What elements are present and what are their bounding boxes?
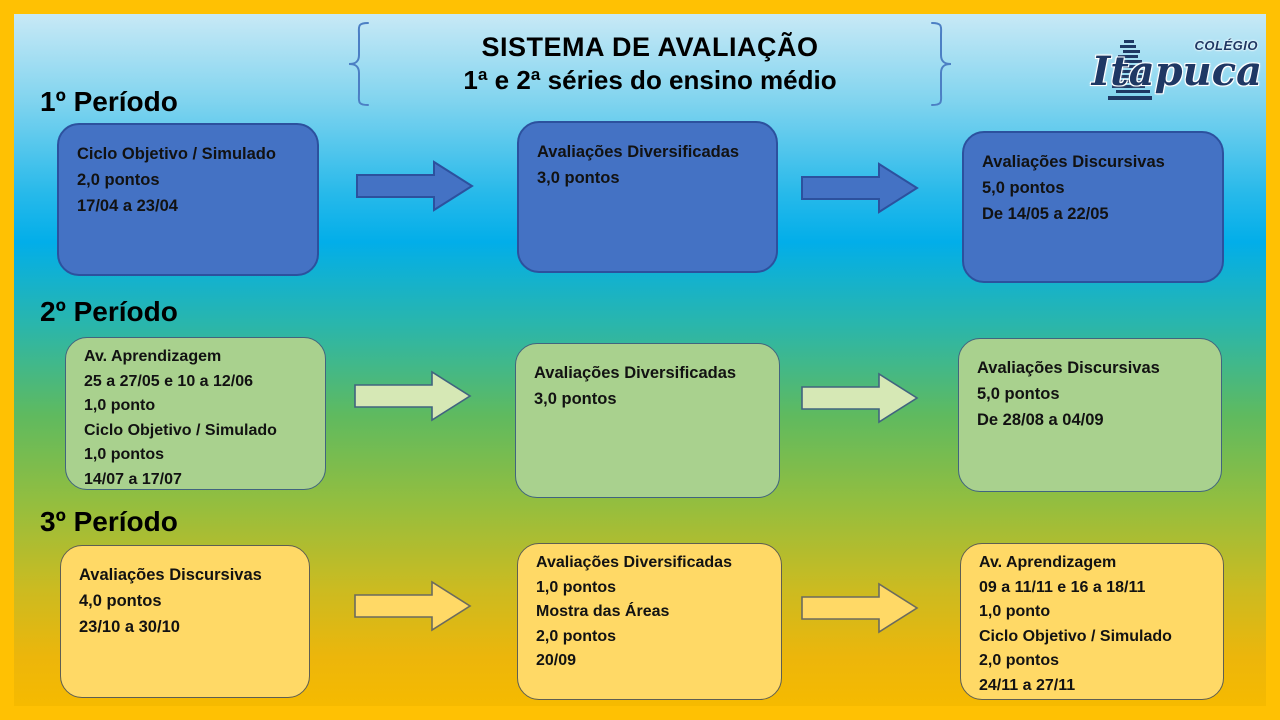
- period-3-box-2: Avaliações Diversificadas 1,0 pontos Mos…: [517, 543, 782, 700]
- arrow-right-icon: [800, 580, 920, 636]
- slide-title-group: SISTEMA DE AVALIAÇÃO 1ª e 2ª séries do e…: [370, 32, 930, 96]
- box-line: Avaliações Diversificadas: [534, 364, 737, 382]
- right-brace-icon: [930, 20, 956, 108]
- period-2-box-2: Avaliações Diversificadas 3,0 pontos: [515, 343, 780, 498]
- period-1-box-3: Avaliações Discursivas 5,0 pontos De 14/…: [962, 131, 1224, 283]
- box-line: 4,0 pontos: [79, 592, 162, 610]
- period-2-box-3: Avaliações Discursivas 5,0 pontos De 28/…: [958, 338, 1222, 492]
- box-line: Av. Aprendizagem: [979, 554, 1117, 571]
- box-line: Avaliações Discursivas: [982, 153, 1165, 171]
- box-line: De 28/08 a 04/09: [977, 411, 1104, 429]
- box-line: 5,0 pontos: [977, 385, 1060, 403]
- box-line: Av. Aprendizagem: [84, 348, 222, 365]
- period-2-box-1: Av. Aprendizagem 25 a 27/05 e 10 a 12/06…: [65, 337, 326, 490]
- box-line: 17/04 a 23/04: [77, 197, 178, 215]
- arrow-right-icon: [800, 160, 920, 216]
- box-line: 2,0 pontos: [536, 627, 617, 645]
- box-line: 23/10 a 30/10: [79, 618, 180, 636]
- box-line: Avaliações Discursivas: [977, 359, 1160, 377]
- box-line: De 14/05 a 22/05: [982, 205, 1109, 223]
- box-line: Ciclo Objetivo / Simulado: [979, 627, 1172, 645]
- period-1-label: 1º Período: [40, 86, 178, 117]
- title-block: SISTEMA DE AVALIAÇÃO 1ª e 2ª séries do e…: [344, 18, 956, 110]
- colegio-itapuca-logo: COLÉGIO Itapuca: [1092, 32, 1262, 118]
- period-3-box-3: Av. Aprendizagem 09 a 11/11 e 16 a 18/11…: [960, 543, 1224, 700]
- arrow-right-icon: [355, 158, 475, 214]
- box-line: Ciclo Objetivo / Simulado: [84, 421, 277, 439]
- period-1-box-2: Avaliações Diversificadas 3,0 pontos: [517, 121, 778, 273]
- box-line: Mostra das Áreas: [536, 603, 670, 620]
- box-line: 3,0 pontos: [534, 390, 617, 408]
- logo-itapuca-text: Itapuca: [1091, 48, 1262, 95]
- period-1-box-1: Ciclo Objetivo / Simulado 2,0 pontos 17/…: [57, 123, 319, 276]
- box-line: 24/11 a 27/11: [979, 676, 1076, 694]
- box-line: 09 a 11/11 e 16 a 18/11: [979, 578, 1146, 596]
- box-line: 1,0 pontos: [84, 446, 165, 463]
- slide-subtitle: 1ª e 2ª séries do ensino médio: [463, 65, 837, 95]
- box-line: 25 a 27/05 e 10 a 12/06: [84, 372, 254, 390]
- box-line: 1,0 ponto: [84, 397, 156, 414]
- box-line: 2,0 pontos: [979, 652, 1060, 669]
- arrow-right-icon: [353, 578, 473, 634]
- box-line: Ciclo Objetivo / Simulado: [77, 145, 276, 163]
- box-line: 20/09: [536, 652, 577, 669]
- box-line: Avaliações Diversificadas: [537, 143, 740, 161]
- box-line: 3,0 pontos: [537, 169, 620, 187]
- building-tower-icon: [1108, 40, 1154, 109]
- period-3-box-1: Avaliações Discursivas 4,0 pontos 23/10 …: [60, 545, 310, 698]
- slide-background: SISTEMA DE AVALIAÇÃO 1ª e 2ª séries do e…: [14, 14, 1266, 706]
- period-2-label: 2º Período: [40, 296, 178, 327]
- arrow-right-icon: [800, 370, 920, 426]
- slide-title: SISTEMA DE AVALIAÇÃO: [481, 32, 819, 62]
- box-line: 2,0 pontos: [77, 171, 160, 189]
- box-line: Avaliações Discursivas: [79, 566, 262, 584]
- box-line: Avaliações Diversificadas: [536, 554, 732, 571]
- arrow-right-icon: [353, 368, 473, 424]
- left-brace-icon: [344, 20, 370, 108]
- box-line: 5,0 pontos: [982, 179, 1065, 197]
- logo-colegio-text: COLÉGIO: [1194, 38, 1258, 53]
- box-line: 1,0 pontos: [536, 578, 617, 596]
- period-3-label: 3º Período: [40, 506, 178, 537]
- box-line: 1,0 ponto: [979, 603, 1051, 620]
- box-line: 14/07 a 17/07: [84, 470, 182, 488]
